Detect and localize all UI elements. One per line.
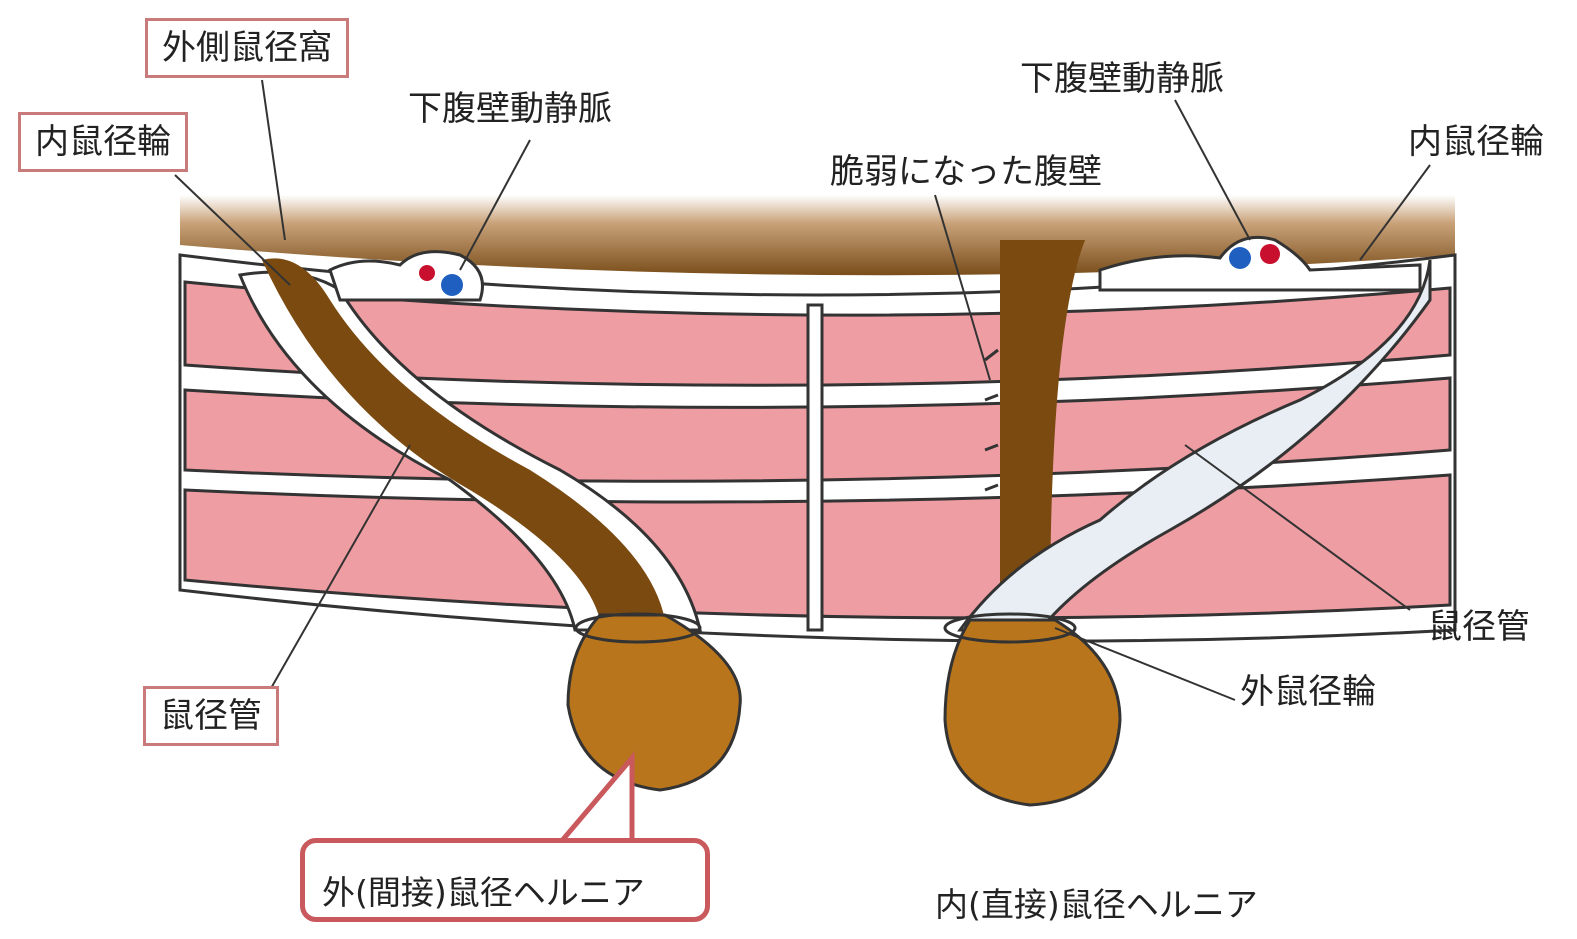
inguinal-canal-right-label: 鼠径管: [1428, 610, 1530, 644]
deep-ring-left-label: 内鼠径輪: [18, 112, 188, 172]
direct-hernia-label: 内(直接)鼠径ヘルニア: [935, 888, 1258, 921]
inguinal-canal-left-label: 鼠径管: [143, 686, 279, 746]
artery-icon: [1260, 244, 1280, 264]
vein-icon: [441, 274, 463, 296]
vein-icon: [1229, 247, 1251, 269]
deep-ring-right-label: 内鼠径輪: [1408, 125, 1544, 159]
inferior-epigastric-right-label: 下腹壁動静脈: [1020, 62, 1224, 96]
inferior-epigastric-left-label: 下腹壁動静脈: [408, 92, 612, 126]
fascia-divider: [808, 305, 822, 630]
direct-hernia-sac: [945, 620, 1120, 805]
superficial-ring-label: 外鼠径輪: [1240, 675, 1376, 709]
indirect-hernia-label: 外(間接)鼠径ヘルニア: [322, 866, 645, 914]
lateral-inguinal-fossa-label: 外側鼠径窩: [145, 18, 349, 78]
artery-icon: [419, 265, 435, 281]
callout-pointer: [560, 758, 632, 843]
weak-wall-label: 脆弱になった腹壁: [830, 155, 1102, 189]
